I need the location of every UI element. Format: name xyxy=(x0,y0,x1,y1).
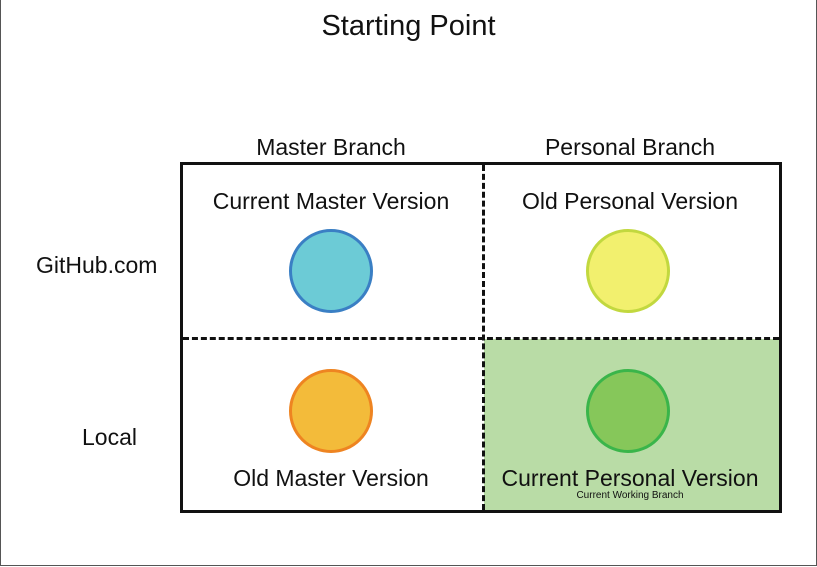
branch-grid xyxy=(180,162,782,513)
local-personal-label: Current Personal Version xyxy=(501,465,759,491)
diagram-title: Starting Point xyxy=(321,10,496,42)
row-divider xyxy=(183,337,779,340)
local-master-version-circle xyxy=(289,369,373,453)
github-personal-version-circle xyxy=(586,229,670,313)
current-working-branch-label: Current Working Branch xyxy=(576,490,684,501)
github-master-label: Current Master Version xyxy=(212,188,450,214)
column-header-personal-branch: Personal Branch xyxy=(544,134,716,160)
github-personal-label: Old Personal Version xyxy=(521,188,739,214)
column-header-master-branch: Master Branch xyxy=(256,134,406,160)
github-master-version-circle xyxy=(289,229,373,313)
row-header-github: GitHub.com xyxy=(36,252,158,278)
row-header-local: Local xyxy=(82,424,137,450)
local-personal-version-circle xyxy=(586,369,670,453)
local-master-label: Old Master Version xyxy=(233,465,429,491)
